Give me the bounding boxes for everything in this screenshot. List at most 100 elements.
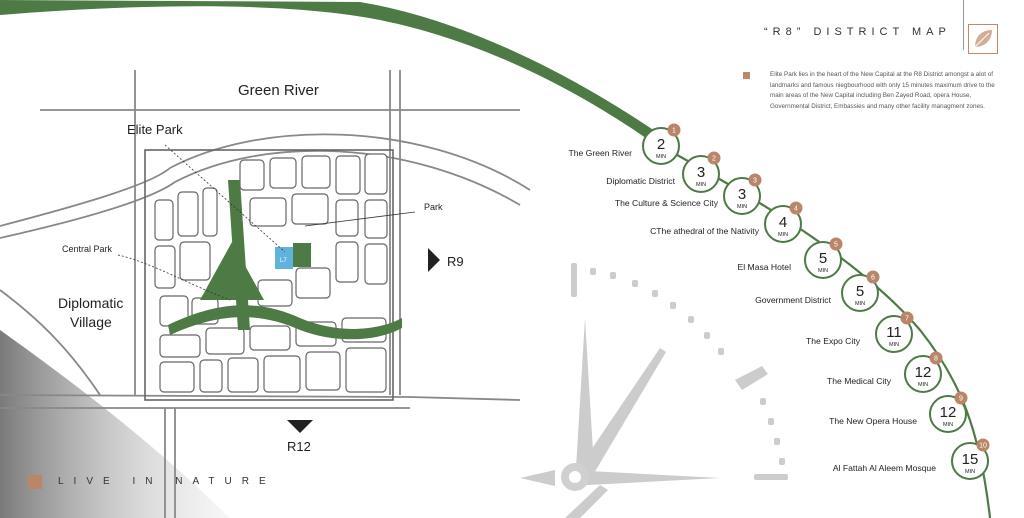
stop-circle bbox=[841, 274, 879, 312]
callout-lines bbox=[117, 144, 286, 301]
stop-circle bbox=[723, 177, 761, 215]
destination-name: The Green River bbox=[568, 148, 632, 158]
plot-label: L7 bbox=[280, 258, 287, 264]
stop-number: 9 bbox=[959, 396, 963, 403]
stop-minutes: 5 bbox=[856, 283, 864, 300]
stop-unit: MIN bbox=[778, 232, 788, 238]
label-park: Park bbox=[424, 202, 443, 212]
stop-number-badge bbox=[976, 438, 990, 452]
stop-number-badge bbox=[829, 237, 843, 251]
stop-minutes: 4 bbox=[779, 214, 787, 231]
r12-arrow-icon bbox=[287, 420, 313, 433]
elite-park-plot bbox=[275, 247, 293, 269]
stop-number-badge bbox=[954, 391, 968, 405]
destination-name: The Medical City bbox=[827, 376, 891, 386]
stop-minutes: 15 bbox=[962, 451, 979, 468]
stop-number-badge bbox=[789, 201, 803, 215]
stop-minutes: 12 bbox=[915, 364, 932, 381]
page-title: “R8” DISTRICT MAP bbox=[764, 26, 951, 38]
green-river-band bbox=[0, 0, 668, 148]
label-elite-park: Elite Park bbox=[127, 122, 183, 137]
stop-number-badge bbox=[748, 173, 762, 187]
stop-unit: MIN bbox=[943, 422, 953, 428]
stop-unit: MIN bbox=[737, 204, 747, 210]
timeline-stops: 2MIN13MIN23MIN34MIN45MIN55MIN611MIN712MI… bbox=[642, 123, 990, 480]
stop-number: 5 bbox=[834, 242, 838, 249]
stop-number: 10 bbox=[979, 443, 987, 450]
stop-minutes: 12 bbox=[940, 404, 957, 421]
stop-number-badge bbox=[900, 311, 914, 325]
stop-circle bbox=[642, 127, 680, 165]
description-bullet bbox=[743, 72, 750, 79]
destination-name: Diplomatic District bbox=[606, 176, 675, 186]
stop-number-badge bbox=[866, 270, 880, 284]
destination-name: The New Opera House bbox=[829, 416, 917, 426]
stop-unit: MIN bbox=[965, 469, 975, 475]
destination-name: CThe athedral of the Nativity bbox=[650, 226, 759, 236]
road-network bbox=[0, 70, 531, 518]
destination-name: El Masa Hotel bbox=[737, 262, 792, 272]
stop-number: 3 bbox=[753, 178, 757, 185]
stop-minutes: 3 bbox=[697, 164, 705, 181]
leaf-icon bbox=[968, 24, 998, 54]
stop-minutes: 3 bbox=[738, 186, 746, 203]
grey-swoosh bbox=[0, 330, 230, 518]
stop-circle bbox=[875, 315, 913, 353]
stop-circle bbox=[804, 241, 842, 279]
stop-number: 7 bbox=[905, 316, 909, 323]
label-central-park: Central Park bbox=[62, 244, 113, 254]
destination-name: Al Fattah Al Aleem Mosque bbox=[832, 463, 936, 473]
stop-circle bbox=[951, 442, 989, 480]
stop-minutes: 2 bbox=[657, 136, 665, 153]
stop-minutes: 11 bbox=[886, 324, 902, 341]
stop-circle bbox=[929, 395, 967, 433]
stop-unit: MIN bbox=[889, 342, 899, 348]
label-green-river: Green River bbox=[238, 82, 319, 99]
stop-unit: MIN bbox=[918, 382, 928, 388]
destination-name: The Culture & Science City bbox=[614, 198, 718, 208]
label-diplomatic: Diplomatic bbox=[58, 295, 123, 311]
city-blocks bbox=[154, 153, 388, 393]
label-r12: R12 bbox=[287, 439, 311, 454]
destination-name: Government District bbox=[755, 295, 831, 305]
stop-number: 8 bbox=[934, 356, 938, 363]
stop-unit: MIN bbox=[855, 301, 865, 307]
stop-circle bbox=[904, 355, 942, 393]
stop-number: 2 bbox=[712, 156, 716, 163]
clock-dots bbox=[590, 268, 785, 465]
stop-number: 1 bbox=[672, 128, 676, 135]
stop-number-badge bbox=[929, 351, 943, 365]
stop-number-badge bbox=[707, 151, 721, 165]
stop-unit: MIN bbox=[818, 268, 828, 274]
park-callout bbox=[304, 211, 416, 227]
label-r9: R9 bbox=[447, 254, 464, 269]
stop-circle bbox=[764, 205, 802, 243]
header-divider bbox=[963, 0, 964, 50]
stop-unit: MIN bbox=[696, 182, 706, 188]
stop-unit: MIN bbox=[656, 154, 666, 160]
stop-number-badge bbox=[667, 123, 681, 137]
timeline-curve bbox=[649, 139, 992, 518]
green-corridor bbox=[168, 180, 402, 340]
tagline-square bbox=[28, 475, 42, 489]
stop-number: 6 bbox=[871, 275, 875, 282]
stop-number: 4 bbox=[794, 206, 798, 213]
stop-circle bbox=[682, 155, 720, 193]
stop-minutes: 5 bbox=[819, 250, 827, 267]
district-boundary bbox=[144, 149, 394, 401]
destination-name: The Expo City bbox=[806, 336, 860, 346]
tagline: LIVE IN NATURE bbox=[58, 476, 276, 487]
description-text: Elite Park lies in the heart of the New … bbox=[770, 71, 995, 110]
r9-arrow-icon bbox=[428, 248, 440, 272]
